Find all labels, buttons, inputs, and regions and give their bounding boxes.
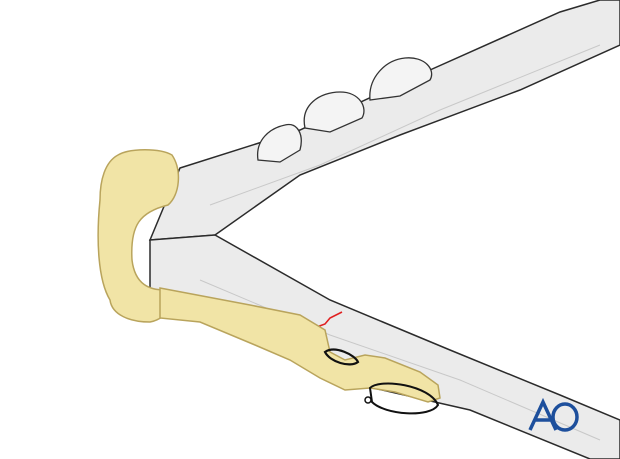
upper-tooth — [257, 123, 302, 163]
upper-tooth — [369, 57, 433, 101]
splint-lower — [159, 287, 441, 403]
upper-tooth — [303, 91, 365, 133]
cerclage-wire — [368, 382, 440, 415]
lower-mandible-bone — [149, 234, 620, 459]
upper-mandible-bone — [148, 0, 620, 241]
ao-logo — [528, 397, 579, 432]
cerclage-wire — [323, 348, 360, 366]
